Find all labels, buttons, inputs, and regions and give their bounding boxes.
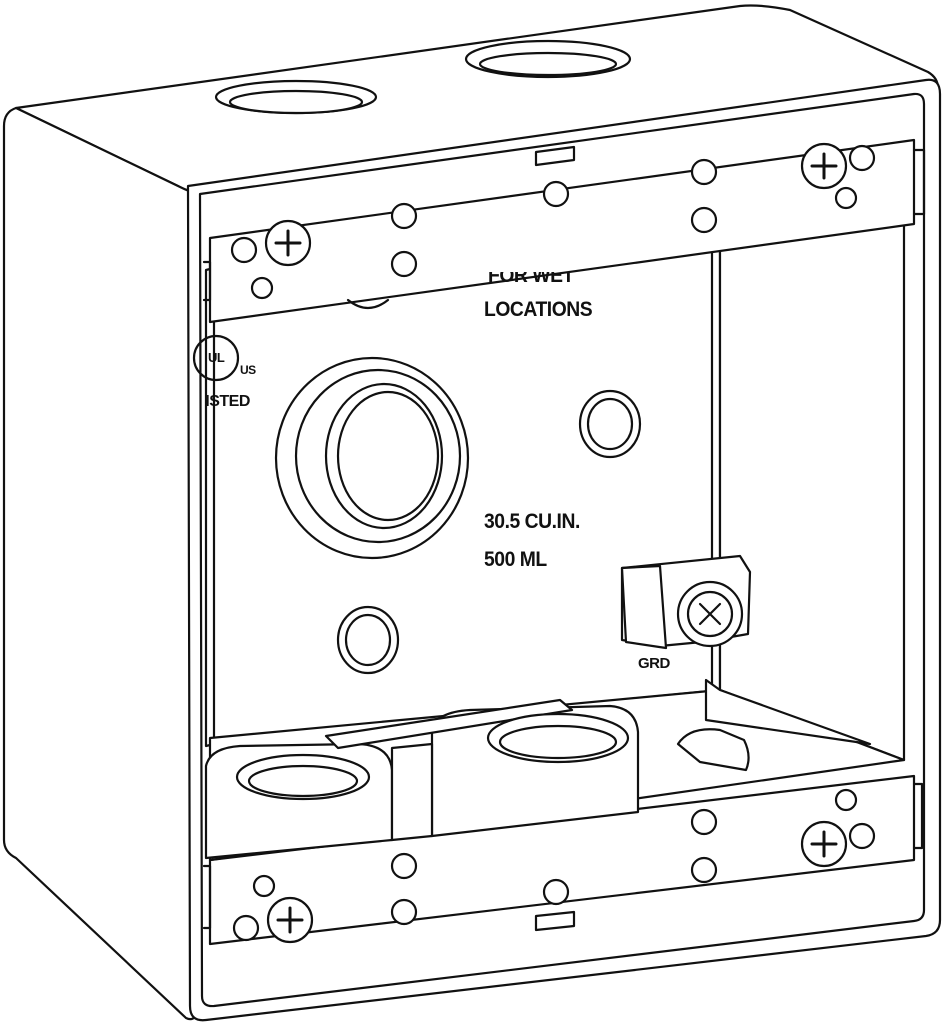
rear-knockout-small-left-inner	[346, 615, 390, 665]
bottom-tab-hole-3	[544, 880, 568, 904]
label-capacity-cu-in: 30.5 CU.IN.	[484, 510, 580, 533]
bottom-tab-hole-1	[392, 854, 416, 878]
label-listed: LISTED	[206, 393, 250, 410]
bottom-right-hole-b	[850, 824, 874, 848]
box-left-side-face	[4, 108, 198, 1019]
ground-screw-slot	[700, 604, 720, 624]
bottom-tab-notch	[536, 912, 574, 930]
bottom-hub-left-inner	[249, 766, 357, 796]
bottom-hub-right-inner	[500, 726, 616, 758]
top-tab-hole-5	[692, 208, 716, 232]
rear-knockout-large-core	[338, 392, 438, 520]
bottom-tab-hole-2	[392, 900, 416, 924]
top-tab-edge-right	[914, 150, 924, 214]
top-right-hole-a	[850, 146, 874, 170]
label-ul: UL	[208, 350, 225, 365]
bottom-ledge-top	[326, 700, 572, 748]
right-wall-boss	[678, 729, 749, 770]
ground-terminal-face	[622, 566, 666, 648]
box-interior-left-wall	[206, 268, 214, 746]
top-tab-edge-left	[204, 262, 210, 300]
top-tab-hole-1	[392, 204, 416, 228]
top-right-screw-slot	[812, 154, 836, 178]
bottom-tab-hole-4	[692, 810, 716, 834]
label-capacity-ml: 500 ML	[484, 548, 547, 571]
rear-hole-hidden-top	[348, 300, 388, 308]
top-tab-hole-2	[392, 252, 416, 276]
bottom-left-hole-a	[254, 876, 274, 896]
bottom-left-screw-slot	[278, 908, 302, 932]
top-tab-hole-4	[692, 160, 716, 184]
box-interior-right-wall	[720, 222, 904, 760]
top-right-hole-b	[836, 188, 856, 208]
label-locations: LOCATIONS	[484, 298, 593, 321]
rear-knockout-small-right-inner	[588, 399, 632, 449]
bottom-tab-hole-5	[692, 858, 716, 882]
bottom-tab-edge-left	[204, 866, 210, 928]
label-ground: GRD	[638, 655, 670, 672]
label-listed-clip: LISTED	[206, 390, 256, 414]
top-tab-notch	[536, 147, 574, 165]
label-for-wet: FOR WET	[488, 272, 574, 287]
bottom-left-hole-b	[234, 916, 258, 940]
ul-listing-mark	[194, 336, 238, 380]
top-hub-right-inner	[480, 53, 616, 75]
top-hub-left-inner	[230, 91, 362, 113]
top-left-screw-slot	[276, 231, 300, 255]
top-tab-hole-3	[544, 182, 568, 206]
bottom-right-hole-a	[836, 790, 856, 810]
bottom-tab-edge-right	[914, 784, 922, 848]
bottom-right-screw-slot	[812, 832, 836, 856]
top-left-hole-b	[252, 278, 272, 298]
top-left-hole-a	[232, 238, 256, 262]
floor-step-right	[706, 680, 870, 744]
bottom-boss-bridge	[392, 744, 432, 840]
label-us: US	[240, 363, 256, 377]
